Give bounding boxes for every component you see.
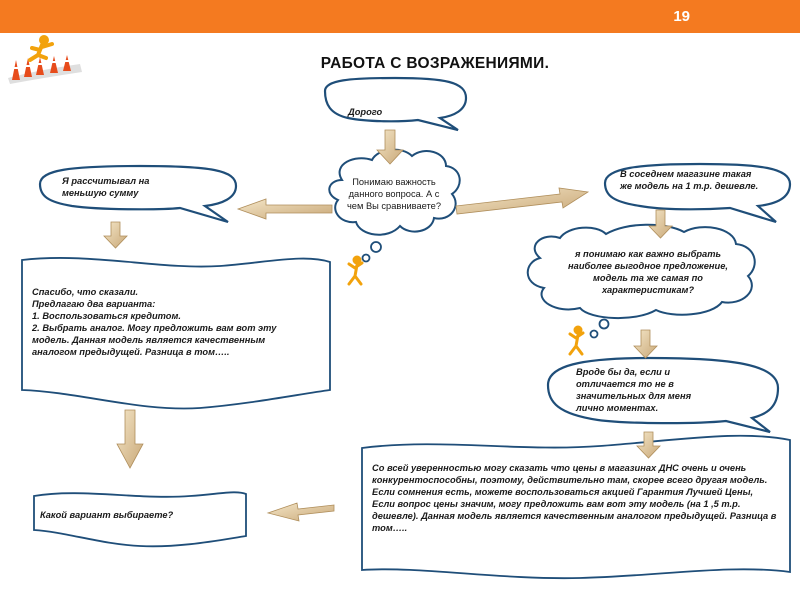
arrow-down-icon bbox=[376, 129, 404, 165]
manager-question-cloud bbox=[526, 223, 756, 319]
arrow-down-icon bbox=[116, 409, 144, 469]
arrow-left-icon bbox=[236, 198, 333, 220]
thinking-person-icon bbox=[568, 325, 585, 356]
manager-answer-document bbox=[21, 257, 331, 410]
client-answer-bubble bbox=[546, 356, 780, 434]
arrow-down-icon bbox=[103, 221, 128, 249]
arrow-down-icon bbox=[633, 329, 658, 359]
client-reply-left-bubble bbox=[38, 164, 238, 224]
manager-answer-right-text: Со всей уверенностью могу сказать что це… bbox=[372, 463, 777, 533]
thinking-person-icon bbox=[347, 255, 364, 286]
objection-text: Дорого bbox=[348, 107, 383, 117]
arrow-down-icon bbox=[648, 209, 673, 239]
arrow-right-icon bbox=[455, 187, 590, 215]
objection-bubble bbox=[323, 76, 468, 132]
client-reply-right-text: В соседнем магазине такая же модель на 1… bbox=[620, 169, 759, 191]
arrow-left-icon bbox=[266, 502, 335, 522]
arrows bbox=[103, 129, 673, 522]
manager-answer-right-document bbox=[361, 434, 791, 580]
client-reply-left-text: Я рассчитывал на меньшую сумму bbox=[62, 176, 150, 198]
closing-question-document bbox=[33, 491, 247, 548]
client-reply-right-bubble bbox=[603, 162, 792, 224]
header-bar: 19 bbox=[0, 0, 800, 33]
manager-question-text: я понимаю как важно выбрать наиболее выг… bbox=[568, 249, 728, 295]
runner-hurdles-icon bbox=[8, 35, 82, 84]
arrow-down-icon bbox=[636, 431, 661, 459]
slide-number: 19 bbox=[673, 8, 690, 25]
manager-answer-left-text: Спасибо, что сказали. Предлагаю два вари… bbox=[32, 287, 277, 357]
response-question-text: Понимаю важность данного вопроса. А с че… bbox=[346, 177, 442, 211]
page-title: РАБОТА С ВОЗРАЖЕНИЯМИ. bbox=[320, 55, 550, 72]
client-answer-text: Вроде бы да, если и отличается то не в з… bbox=[576, 367, 692, 413]
closing-question-text: Какой вариант выбираете? bbox=[40, 510, 174, 520]
